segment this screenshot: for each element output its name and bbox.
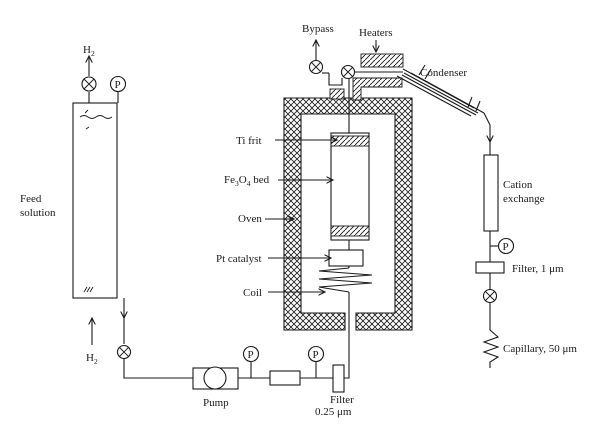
tank-pressure-gauge: P: [109, 75, 127, 93]
inline-damper: [269, 370, 301, 386]
tank-vent-valve: [81, 76, 97, 92]
filter-to-oven-pipe: [344, 358, 350, 379]
pt-catalyst-cell: [328, 249, 364, 267]
bypass-label: Bypass: [302, 23, 334, 35]
downstream-valve: [482, 288, 498, 304]
condenser: [396, 64, 485, 117]
capillary-label: Capillary, 50 μm: [503, 343, 577, 355]
heater-block: [329, 53, 404, 101]
h2-vent-label: H2: [83, 44, 95, 58]
svg-text:P: P: [248, 349, 254, 361]
tank-top-fittings: [89, 56, 119, 103]
feed-tank: [72, 102, 118, 299]
condenser-outlet: [483, 112, 490, 142]
condenser-label: Condenser: [420, 67, 467, 79]
filter-1um-label: Filter, 1 μm: [512, 263, 564, 275]
cation-label-line2: exchange: [503, 193, 545, 205]
filter-1um: [475, 261, 505, 274]
prefilter-pressure-gauge: P: [307, 345, 325, 363]
heating-coil: [318, 267, 373, 293]
feed-solution-label-line1: Feed: [20, 193, 42, 205]
feed-line-to-pump: [123, 358, 193, 379]
feed-solution-label-line2: solution: [20, 207, 56, 219]
fe3o4-bed-column: [330, 132, 370, 241]
outlet-valve: [116, 344, 132, 360]
oven-label: Oven: [238, 213, 262, 225]
h2-inlet-label: H2: [86, 352, 98, 366]
svg-text:P: P: [313, 349, 319, 361]
main-valve: [340, 64, 356, 80]
downstream-pressure-gauge: P: [497, 237, 515, 255]
filter-025-label-line1: Filter: [330, 394, 354, 406]
pump-pressure-gauge: P: [242, 345, 260, 363]
svg-text:P: P: [503, 241, 509, 253]
coil-label: Coil: [243, 287, 262, 299]
gauge-label: P: [115, 79, 121, 91]
cation-label-line1: Cation: [503, 179, 533, 191]
heaters-label: Heaters: [359, 27, 393, 39]
filter-025um: [332, 364, 345, 393]
cation-exchange-column: [483, 154, 499, 232]
fe3o4-bed-label: Fe3O4 bed: [224, 174, 270, 188]
capillary: [482, 302, 500, 368]
pt-catalyst-label: Pt catalyst: [216, 253, 262, 265]
filter-025-label-line2: 0.25 μm: [315, 406, 352, 418]
bypass-branch-pipe: [328, 73, 343, 86]
pump: [192, 366, 239, 390]
ti-frit-label: Ti frit: [236, 135, 262, 147]
pump-label: Pump: [203, 397, 229, 409]
bypass-valve: [308, 59, 324, 75]
oven: [283, 97, 413, 331]
